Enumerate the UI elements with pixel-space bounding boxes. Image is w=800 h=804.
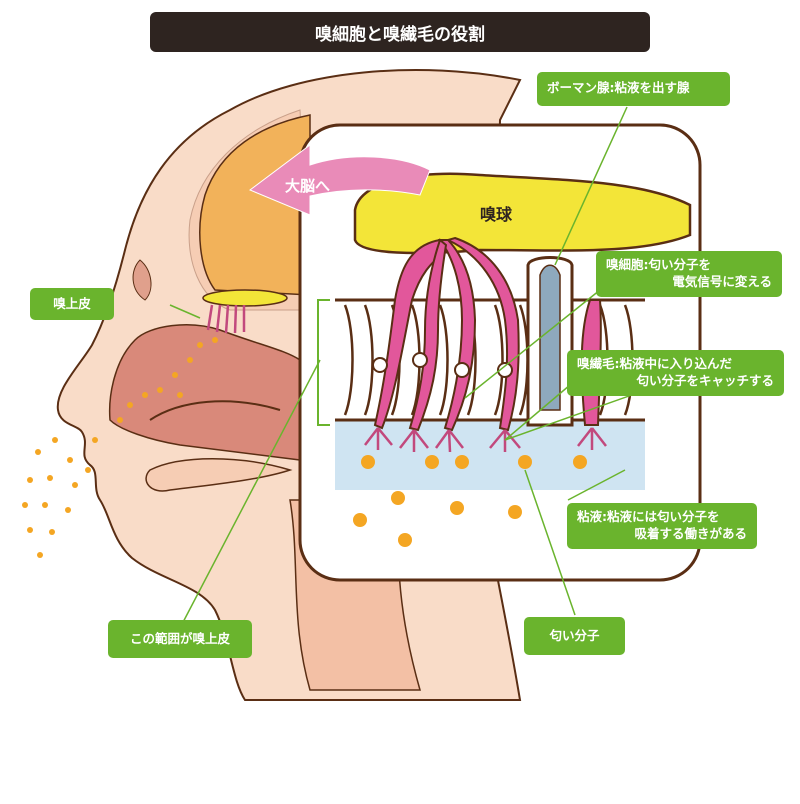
- label-cilia-desc2: 匂い分子をキャッチする: [636, 373, 774, 388]
- label-bowman-term: ボーマン腺: [547, 80, 610, 95]
- arrow-label: 大脳へ: [285, 177, 330, 195]
- leader-lines: [169, 106, 661, 629]
- odor-dots-nasal: [117, 337, 218, 423]
- small-receptors: [206, 304, 246, 334]
- odor-dots-outside: [22, 437, 98, 558]
- small-olfactory-bulb: [202, 289, 288, 307]
- page-title: 嗅細胞と嗅繊毛の役割: [150, 12, 650, 52]
- support-cells: [343, 304, 634, 416]
- label-cilia-term: 嗅繊毛: [577, 356, 615, 371]
- label-olfactory-cell: 嗅細胞:匂い分子を 電気信号に変える: [596, 251, 782, 297]
- brain: [199, 114, 311, 296]
- cilia-tufts: [364, 427, 607, 453]
- nasal-cavity: [108, 324, 301, 461]
- ear: [132, 259, 152, 301]
- label-bowman-gland: ボーマン腺:粘液を出す腺: [537, 72, 730, 106]
- label-mucus-term: 粘液: [577, 509, 603, 524]
- brain-direction-arrow: [249, 144, 431, 216]
- label-mucus-desc1: :粘液には匂い分子を: [602, 509, 720, 524]
- olfactory-bulb-label: 嗅球: [480, 205, 513, 224]
- label-epithelium-range: この範囲が嗅上皮: [108, 620, 252, 658]
- label-cilia: 嗅繊毛:粘液中に入り込んだ 匂い分子をキャッチする: [567, 350, 784, 396]
- odor-dots-mucus: [353, 455, 587, 547]
- label-mucus-desc2: 吸着する働きがある: [634, 526, 747, 541]
- turbinate: [149, 400, 281, 421]
- zoom-panel: [298, 123, 702, 582]
- label-odor-molecule: 匂い分子: [524, 617, 625, 655]
- label-mucus: 粘液:粘液には匂い分子を 吸着する働きがある: [567, 503, 757, 549]
- label-olfactory-epithelium: 嗅上皮: [30, 288, 114, 320]
- label-olfactory-cell-term: 嗅細胞: [606, 257, 644, 272]
- label-olfactory-cell-desc1: :匂い分子を: [643, 257, 712, 272]
- bowman-gland-duct: [539, 264, 561, 411]
- label-cilia-desc1: :粘液中に入り込んだ: [614, 356, 733, 371]
- label-olfactory-cell-desc2: 電気信号に変える: [672, 274, 772, 289]
- label-bowman-desc: :粘液を出す腺: [609, 80, 690, 95]
